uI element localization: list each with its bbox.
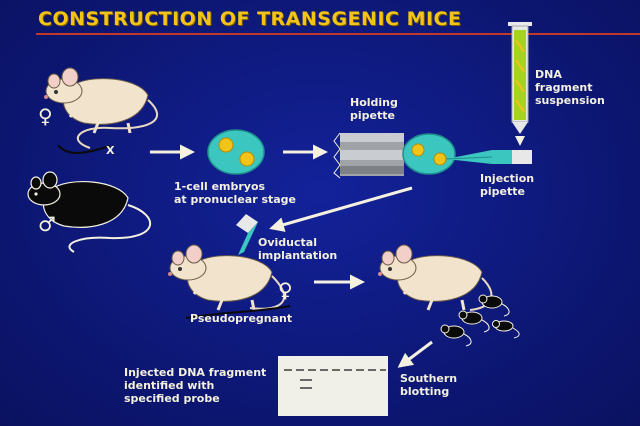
dna-syringe xyxy=(508,22,532,134)
injection-pipette xyxy=(445,150,532,164)
holding-pipette xyxy=(333,132,404,179)
label-pseudopregnant: Pseudopregnant xyxy=(190,312,293,325)
injected-embryo xyxy=(402,133,456,175)
implant-pipette xyxy=(236,214,258,255)
arrow-to-blot xyxy=(397,340,433,368)
female-mouse-illustration xyxy=(42,66,159,154)
mother-mouse xyxy=(376,243,493,312)
female-symbol-middle: ♀ xyxy=(278,278,293,302)
female-symbol-top: ♀ xyxy=(38,104,53,128)
pseudopregnant-mouse xyxy=(166,243,291,319)
embryo-cell xyxy=(207,129,265,175)
southern-blot-membrane xyxy=(278,356,388,416)
page-title: CONSTRUCTION OF TRANSGENIC MICE xyxy=(38,8,462,30)
mouse-pups xyxy=(440,294,520,347)
male-symbol: ♂ xyxy=(38,212,56,236)
male-mouse-illustration xyxy=(27,171,152,253)
cross-symbol: X xyxy=(106,144,115,157)
arrow-to-implantation xyxy=(269,186,413,232)
title-underline xyxy=(36,33,640,35)
